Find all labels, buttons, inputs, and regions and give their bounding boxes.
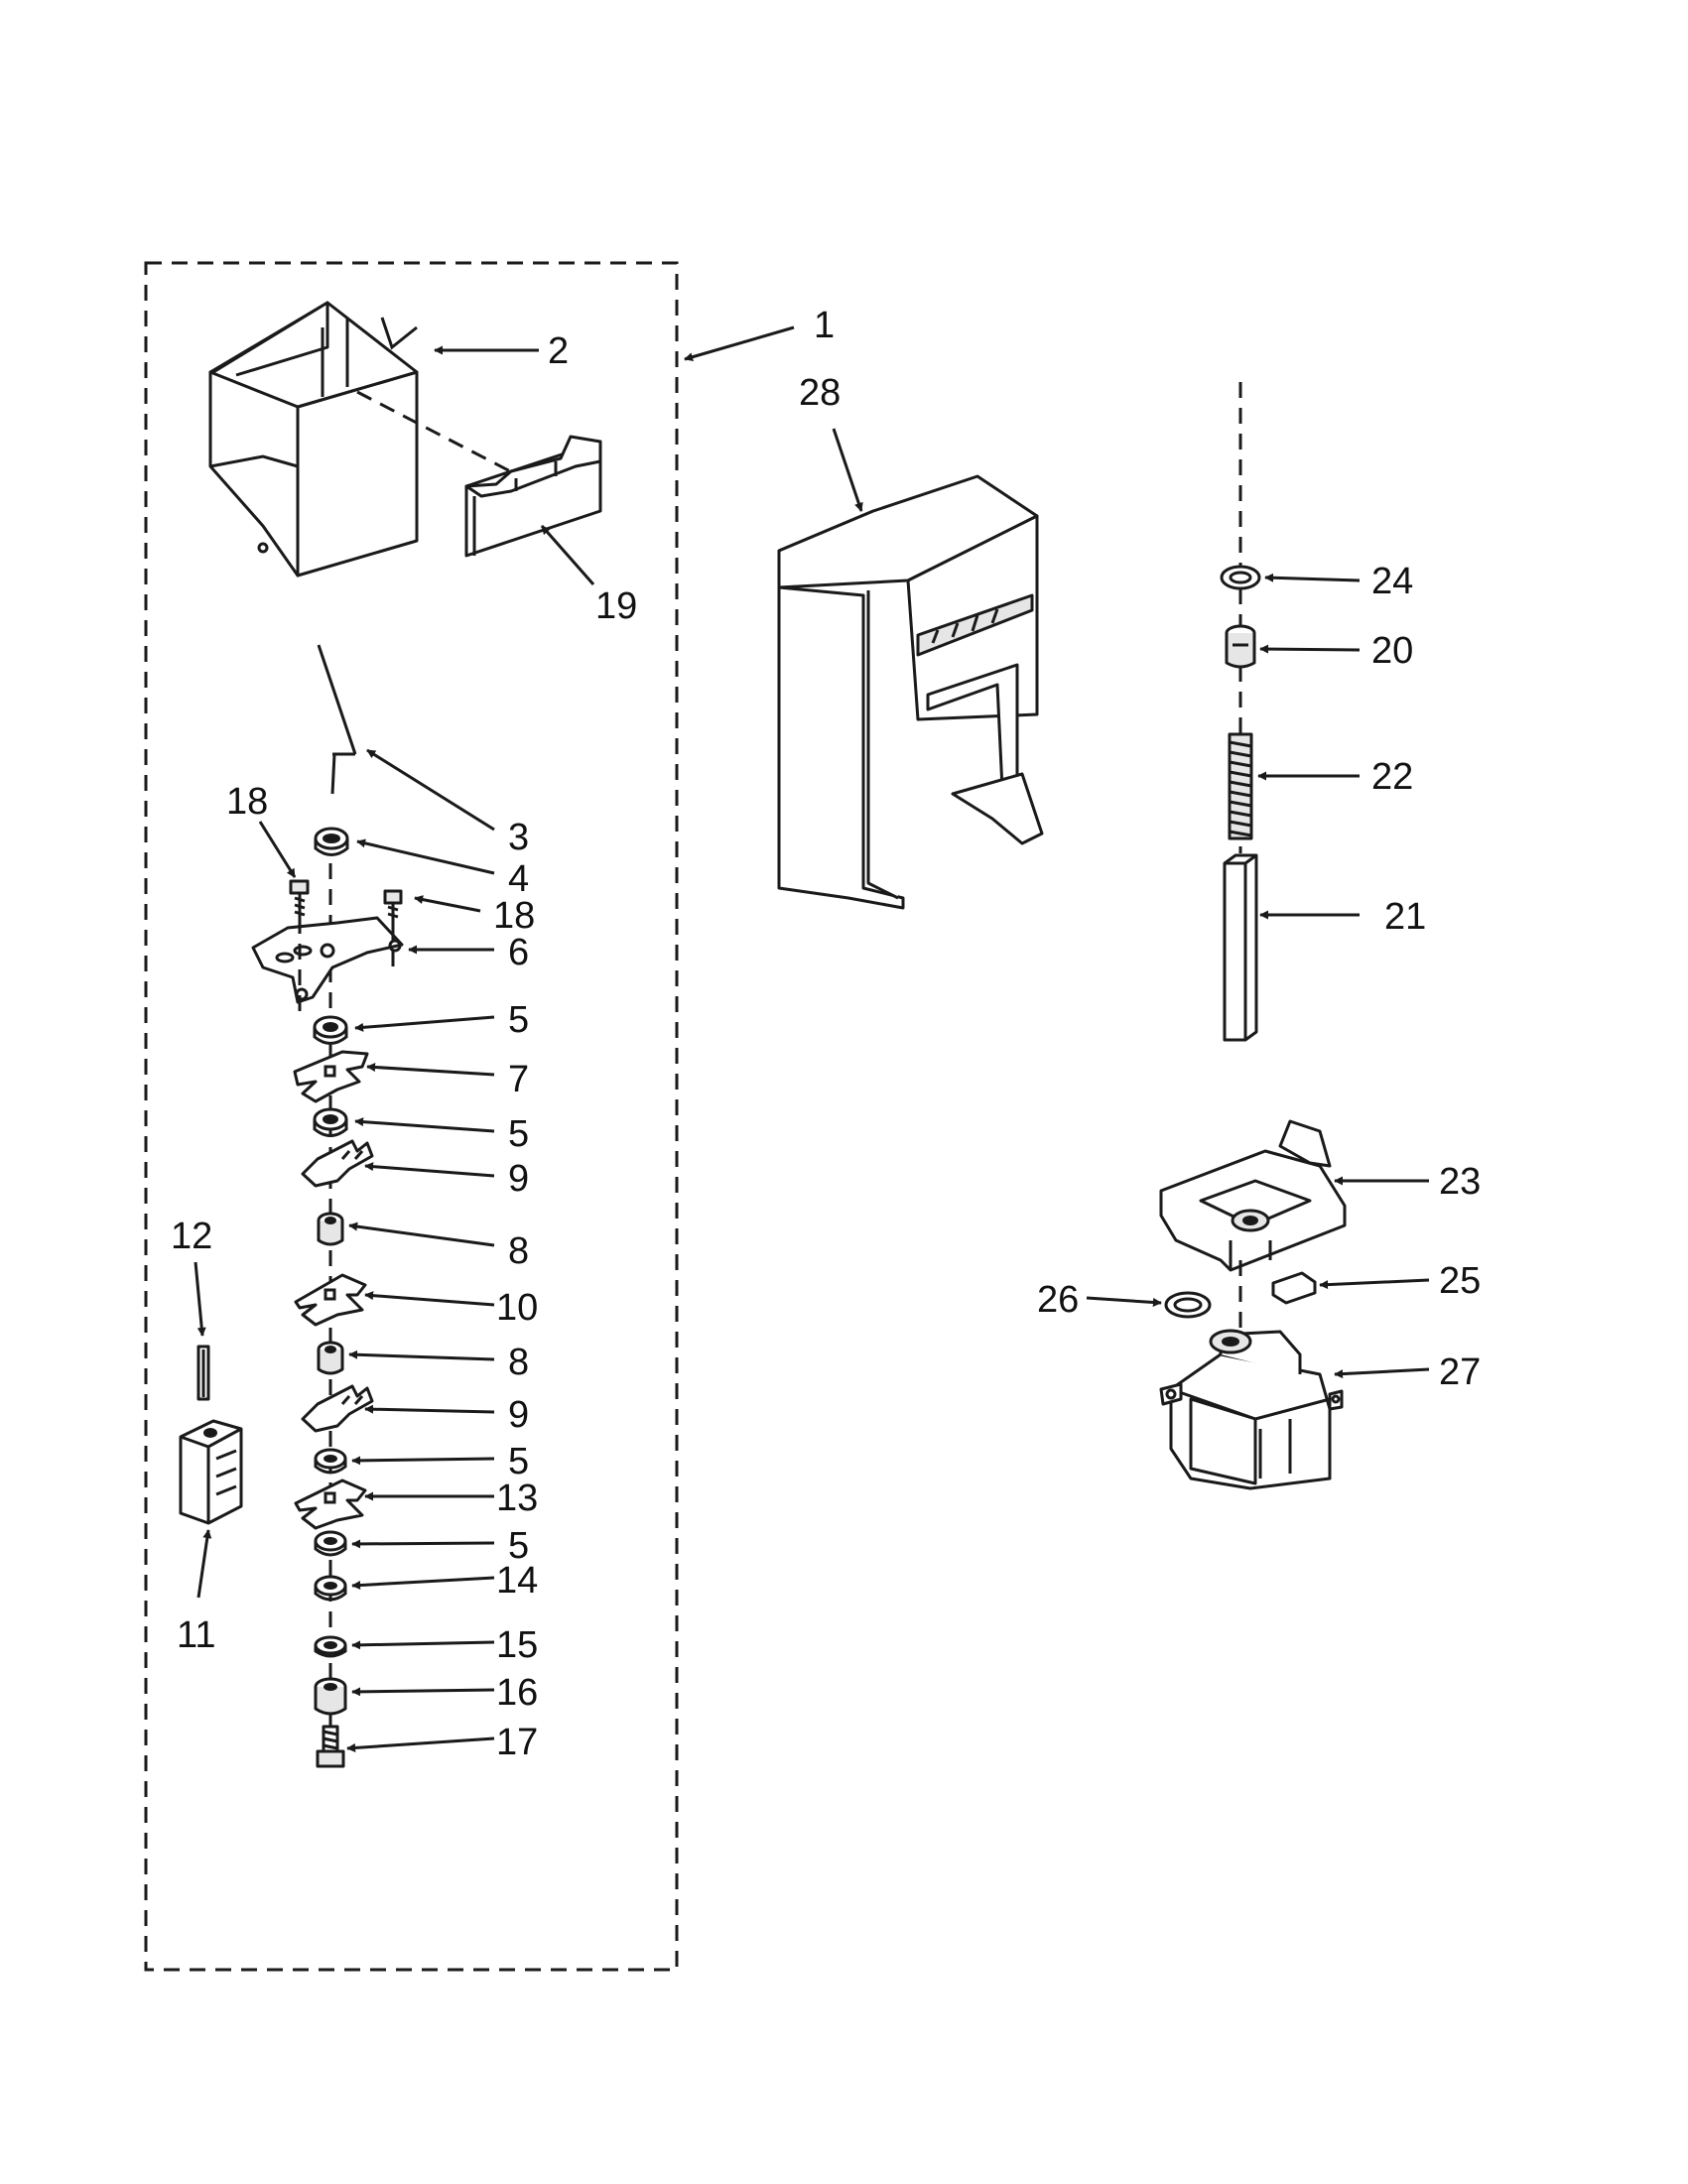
label-8-a: 8 bbox=[508, 1230, 529, 1272]
label-6: 6 bbox=[508, 932, 529, 973]
bucket-guide-dashline bbox=[356, 390, 517, 476]
part-11-block bbox=[179, 1419, 243, 1525]
label-5-d: 5 bbox=[508, 1525, 529, 1567]
part-10-blade bbox=[294, 1273, 367, 1327]
label-8-b: 8 bbox=[508, 1342, 529, 1383]
part-6-mounting-plate bbox=[251, 916, 404, 1004]
label-9-b: 9 bbox=[508, 1394, 529, 1436]
part-18-screw-left bbox=[289, 879, 310, 918]
part-28-dispenser-cover bbox=[777, 474, 1044, 910]
label-4: 4 bbox=[508, 858, 529, 900]
part-24-washer bbox=[1220, 565, 1261, 590]
part-17-screw bbox=[316, 1725, 345, 1768]
label-22: 22 bbox=[1371, 756, 1413, 798]
part-14-washer bbox=[314, 1575, 347, 1602]
part-20-coupler bbox=[1225, 624, 1256, 669]
part-3-crank-wire bbox=[317, 644, 357, 795]
part-16-nut bbox=[314, 1677, 347, 1716]
label-5-b: 5 bbox=[508, 1113, 529, 1155]
part-23-mount-bracket bbox=[1159, 1119, 1347, 1272]
part-12-pin bbox=[196, 1345, 210, 1401]
label-5-c: 5 bbox=[508, 1441, 529, 1482]
label-11: 11 bbox=[177, 1614, 215, 1656]
label-27: 27 bbox=[1439, 1351, 1481, 1393]
label-16: 16 bbox=[496, 1672, 538, 1714]
label-25: 25 bbox=[1439, 1260, 1481, 1302]
label-1: 1 bbox=[814, 305, 835, 346]
label-20: 20 bbox=[1371, 630, 1413, 672]
part-7-blade bbox=[293, 1050, 369, 1103]
part-25-clip bbox=[1271, 1271, 1317, 1305]
label-15: 15 bbox=[496, 1624, 538, 1666]
label-24: 24 bbox=[1371, 561, 1413, 602]
label-21: 21 bbox=[1384, 896, 1426, 938]
part-4-bearing bbox=[314, 827, 349, 856]
label-26: 26 bbox=[1037, 1279, 1079, 1321]
leader-lines bbox=[194, 325, 1430, 1752]
part-5-washer-b bbox=[313, 1107, 348, 1137]
label-19: 19 bbox=[595, 585, 637, 627]
label-7: 7 bbox=[508, 1059, 529, 1100]
label-3: 3 bbox=[508, 817, 529, 858]
label-28: 28 bbox=[799, 372, 841, 414]
label-5-a: 5 bbox=[508, 999, 529, 1041]
label-18-right: 18 bbox=[493, 895, 535, 937]
label-18-left: 18 bbox=[226, 781, 268, 823]
label-10: 10 bbox=[496, 1287, 538, 1329]
part-8-spacer-b bbox=[317, 1341, 344, 1375]
label-17: 17 bbox=[496, 1722, 538, 1763]
part-8-spacer-a bbox=[317, 1212, 344, 1246]
part-5-washer-c bbox=[314, 1448, 347, 1475]
part-21-shaft bbox=[1223, 853, 1258, 1042]
part-27-gear-motor bbox=[1159, 1329, 1344, 1490]
label-12: 12 bbox=[171, 1216, 212, 1257]
part-22-spring bbox=[1228, 732, 1253, 840]
part-19-bucket-insert bbox=[464, 435, 602, 558]
part-5-washer-a bbox=[313, 1015, 348, 1045]
label-9-a: 9 bbox=[508, 1158, 529, 1200]
part-26-seal-ring bbox=[1164, 1291, 1212, 1319]
part-9-blade-b bbox=[301, 1384, 374, 1433]
label-2: 2 bbox=[548, 330, 569, 372]
assembly-boundary bbox=[144, 261, 679, 1972]
label-13: 13 bbox=[496, 1477, 538, 1519]
label-23: 23 bbox=[1439, 1161, 1481, 1203]
part-13-blade bbox=[294, 1478, 367, 1530]
part-18-screw-right bbox=[383, 889, 403, 925]
part-2-ice-bucket bbox=[208, 301, 419, 578]
part-9-blade-a bbox=[301, 1139, 374, 1188]
label-14: 14 bbox=[496, 1560, 538, 1602]
part-5-washer-d bbox=[314, 1530, 347, 1557]
part-15-washer bbox=[314, 1635, 347, 1658]
